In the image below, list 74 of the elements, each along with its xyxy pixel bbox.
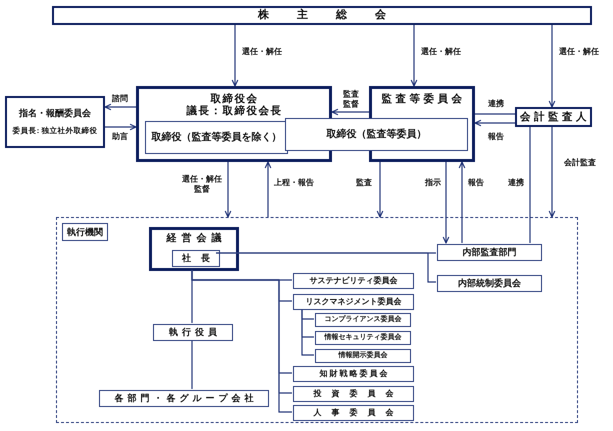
arrow bbox=[104, 104, 136, 110]
edge-label: 報告 bbox=[487, 132, 505, 142]
connector-line bbox=[529, 127, 531, 243]
connector-line bbox=[216, 252, 436, 283]
box-title: 指名・報酬委員会 bbox=[19, 108, 91, 118]
committee-box bbox=[315, 331, 411, 345]
committee-box bbox=[293, 273, 414, 289]
committee-box bbox=[293, 294, 414, 310]
edge-label: 報告 bbox=[467, 178, 485, 188]
arrow bbox=[458, 161, 466, 243]
box-title: 取締役会 bbox=[210, 93, 258, 105]
arrow bbox=[264, 161, 272, 217]
section-heading-box bbox=[62, 223, 108, 241]
director-cell bbox=[285, 118, 468, 151]
box-title: 執行役員 bbox=[169, 327, 221, 338]
box-title: 人事委員会 bbox=[314, 408, 404, 418]
box-title: 各部門・各グループ会社 bbox=[114, 393, 258, 404]
box-title: 監査等委員会 bbox=[382, 93, 466, 106]
box-title: 内部監査部門 bbox=[462, 247, 516, 258]
arrow bbox=[410, 25, 418, 87]
edge-label: 連携 bbox=[487, 99, 505, 109]
box-title: 取締役（監査等委員） bbox=[326, 128, 426, 140]
box-title: 株主総会 bbox=[258, 9, 414, 22]
edge-label: 監査 bbox=[355, 178, 373, 188]
box-title: 会計監査人 bbox=[520, 110, 590, 124]
box-title: リスクマネジメント委員会 bbox=[306, 297, 402, 307]
connector-line bbox=[301, 309, 314, 356]
connector-line bbox=[191, 340, 193, 389]
edge-label: 選任・解任監督 bbox=[180, 174, 224, 194]
arrow bbox=[548, 127, 556, 218]
meeting-bar bbox=[52, 6, 592, 25]
box-title: 社長 bbox=[182, 253, 220, 264]
arrow bbox=[474, 120, 515, 126]
meeting-box bbox=[149, 227, 239, 271]
connector-line bbox=[475, 113, 515, 115]
box-title: 投資委員会 bbox=[314, 389, 404, 399]
committee-box bbox=[293, 366, 414, 382]
committee-box bbox=[293, 405, 414, 421]
arrow bbox=[331, 108, 369, 116]
edge-label: 監査監督 bbox=[342, 89, 360, 109]
box-title: 内部統制委員会 bbox=[458, 278, 521, 289]
auditor-box bbox=[515, 107, 592, 127]
edge-label: 指示 bbox=[424, 178, 442, 188]
edge-label: 会計監査 bbox=[563, 158, 597, 168]
arrow bbox=[105, 124, 137, 130]
committee-box bbox=[315, 313, 411, 327]
box-title: 知財戦略委員会 bbox=[320, 369, 390, 379]
edge-label: 助言 bbox=[111, 132, 129, 142]
committee-box bbox=[315, 349, 411, 363]
arrow bbox=[376, 162, 384, 218]
arrow bbox=[548, 25, 556, 108]
president-box bbox=[172, 250, 220, 267]
committee-box bbox=[5, 96, 105, 148]
edge-label: 選任・解任 bbox=[558, 47, 600, 57]
edge-label: 連携 bbox=[507, 178, 525, 188]
edge-label: 選任・解任 bbox=[420, 47, 462, 57]
box-title: 取締役（監査等委員を除く） bbox=[152, 132, 282, 144]
edge-label: 諮問 bbox=[111, 94, 129, 104]
arrow bbox=[442, 162, 450, 244]
edge-label: 上程・報告 bbox=[273, 178, 315, 188]
director-cell bbox=[145, 121, 288, 154]
arrow bbox=[232, 25, 238, 87]
department-box bbox=[437, 244, 542, 261]
officer-box bbox=[153, 324, 233, 341]
arrow bbox=[224, 162, 232, 218]
committee-box bbox=[437, 275, 542, 292]
box-subtitle: 議長：取締役会長 bbox=[186, 105, 282, 118]
executive-frame bbox=[56, 217, 578, 423]
box-title: サステナビリティ委員会 bbox=[310, 276, 398, 286]
box-title: 経営会議 bbox=[166, 233, 226, 244]
box-title: 執行機関 bbox=[67, 226, 103, 238]
edge-label: 選任・解任 bbox=[241, 47, 283, 57]
department-box bbox=[99, 390, 269, 407]
committee-box bbox=[293, 386, 414, 402]
